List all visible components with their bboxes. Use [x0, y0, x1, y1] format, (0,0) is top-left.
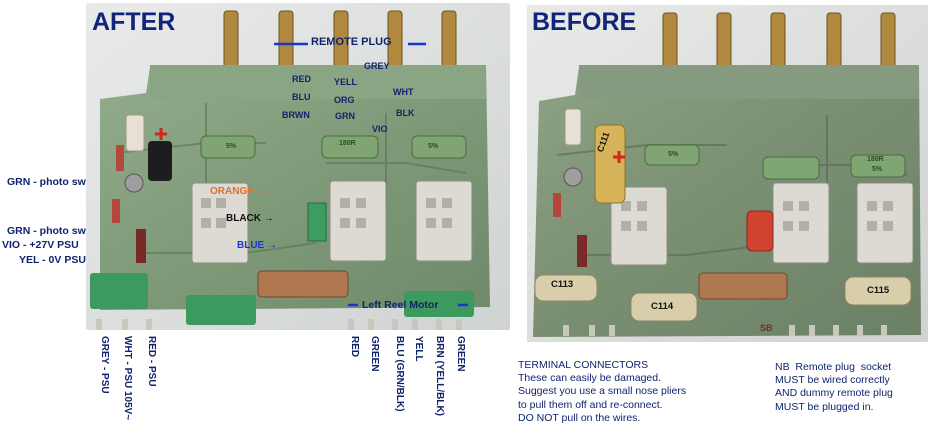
wire-label-blk: BLK: [396, 108, 415, 118]
before-board-photo: [527, 5, 928, 342]
bottom-label-brn: BRN (YELL/BLK): [434, 336, 445, 416]
resistor-code-1: 5%: [226, 143, 237, 150]
capacitor-c115: C115: [867, 285, 890, 296]
orange-arrow-label: ORANGE →: [210, 186, 267, 197]
wire-label-org: ORG: [334, 95, 355, 105]
wire-label-yell: YELL: [334, 77, 358, 87]
before-heading: BEFORE: [532, 8, 637, 36]
left-label-yel-0v: YEL - 0V PSU: [19, 254, 86, 266]
bottom-label-wht-psu: WHT - PSU 105V~: [122, 336, 133, 421]
left-label-vio-27v: VIO - +27V PSU: [2, 239, 79, 251]
before-board-mark: SB: [760, 323, 773, 333]
bottom-label-grey-psu: GREY - PSU: [99, 336, 110, 394]
wire-label-blu: BLU: [292, 92, 311, 102]
remote-plug-label: REMOTE PLUG: [311, 36, 392, 48]
before-resistor-code-2: 180R: [867, 156, 884, 163]
wire-label-vio: VIO: [372, 124, 388, 134]
wire-label-grn: GRN: [335, 111, 355, 121]
after-heading: AFTER: [92, 8, 176, 36]
wire-label-grey: GREY: [364, 61, 390, 71]
wire-label-brwn: BRWN: [282, 110, 310, 120]
left-reel-motor-label: Left Reel Motor: [362, 299, 439, 311]
bottom-label-yell: YELL: [413, 336, 424, 362]
blue-arrow-label: BLUE →: [237, 240, 278, 251]
remote-plug-note: NB Remote plug socket MUST be wired corr…: [775, 361, 893, 413]
after-board-photo: [86, 3, 510, 330]
left-label-grn-photo-sw-2: GRN - photo sw: [7, 225, 86, 237]
bottom-label-red: RED: [349, 336, 360, 358]
bottom-label-green-2: GREEN: [455, 336, 466, 372]
black-arrow-label: BLACK →: [226, 213, 274, 224]
before-resistor-code-1: 5%: [668, 151, 679, 158]
capacitor-c113: C113: [551, 279, 574, 290]
resistor-code-3: 5%: [428, 143, 439, 150]
bottom-label-blu: BLU (GRN/BLK): [394, 336, 405, 412]
wire-label-red: RED: [292, 74, 312, 84]
bottom-label-red-psu: RED - PSU: [146, 336, 157, 387]
before-resistor-code-3: 5%: [872, 166, 883, 173]
resistor-code-2: 180R: [339, 140, 356, 147]
wire-label-wht: WHT: [393, 87, 414, 97]
bottom-label-green: GREEN: [369, 336, 380, 372]
terminal-connectors-note: TERMINAL CONNECTORS These can easily be …: [518, 359, 687, 424]
capacitor-c114: C114: [651, 301, 674, 312]
left-label-grn-photo-sw-1: GRN - photo sw: [7, 176, 86, 188]
